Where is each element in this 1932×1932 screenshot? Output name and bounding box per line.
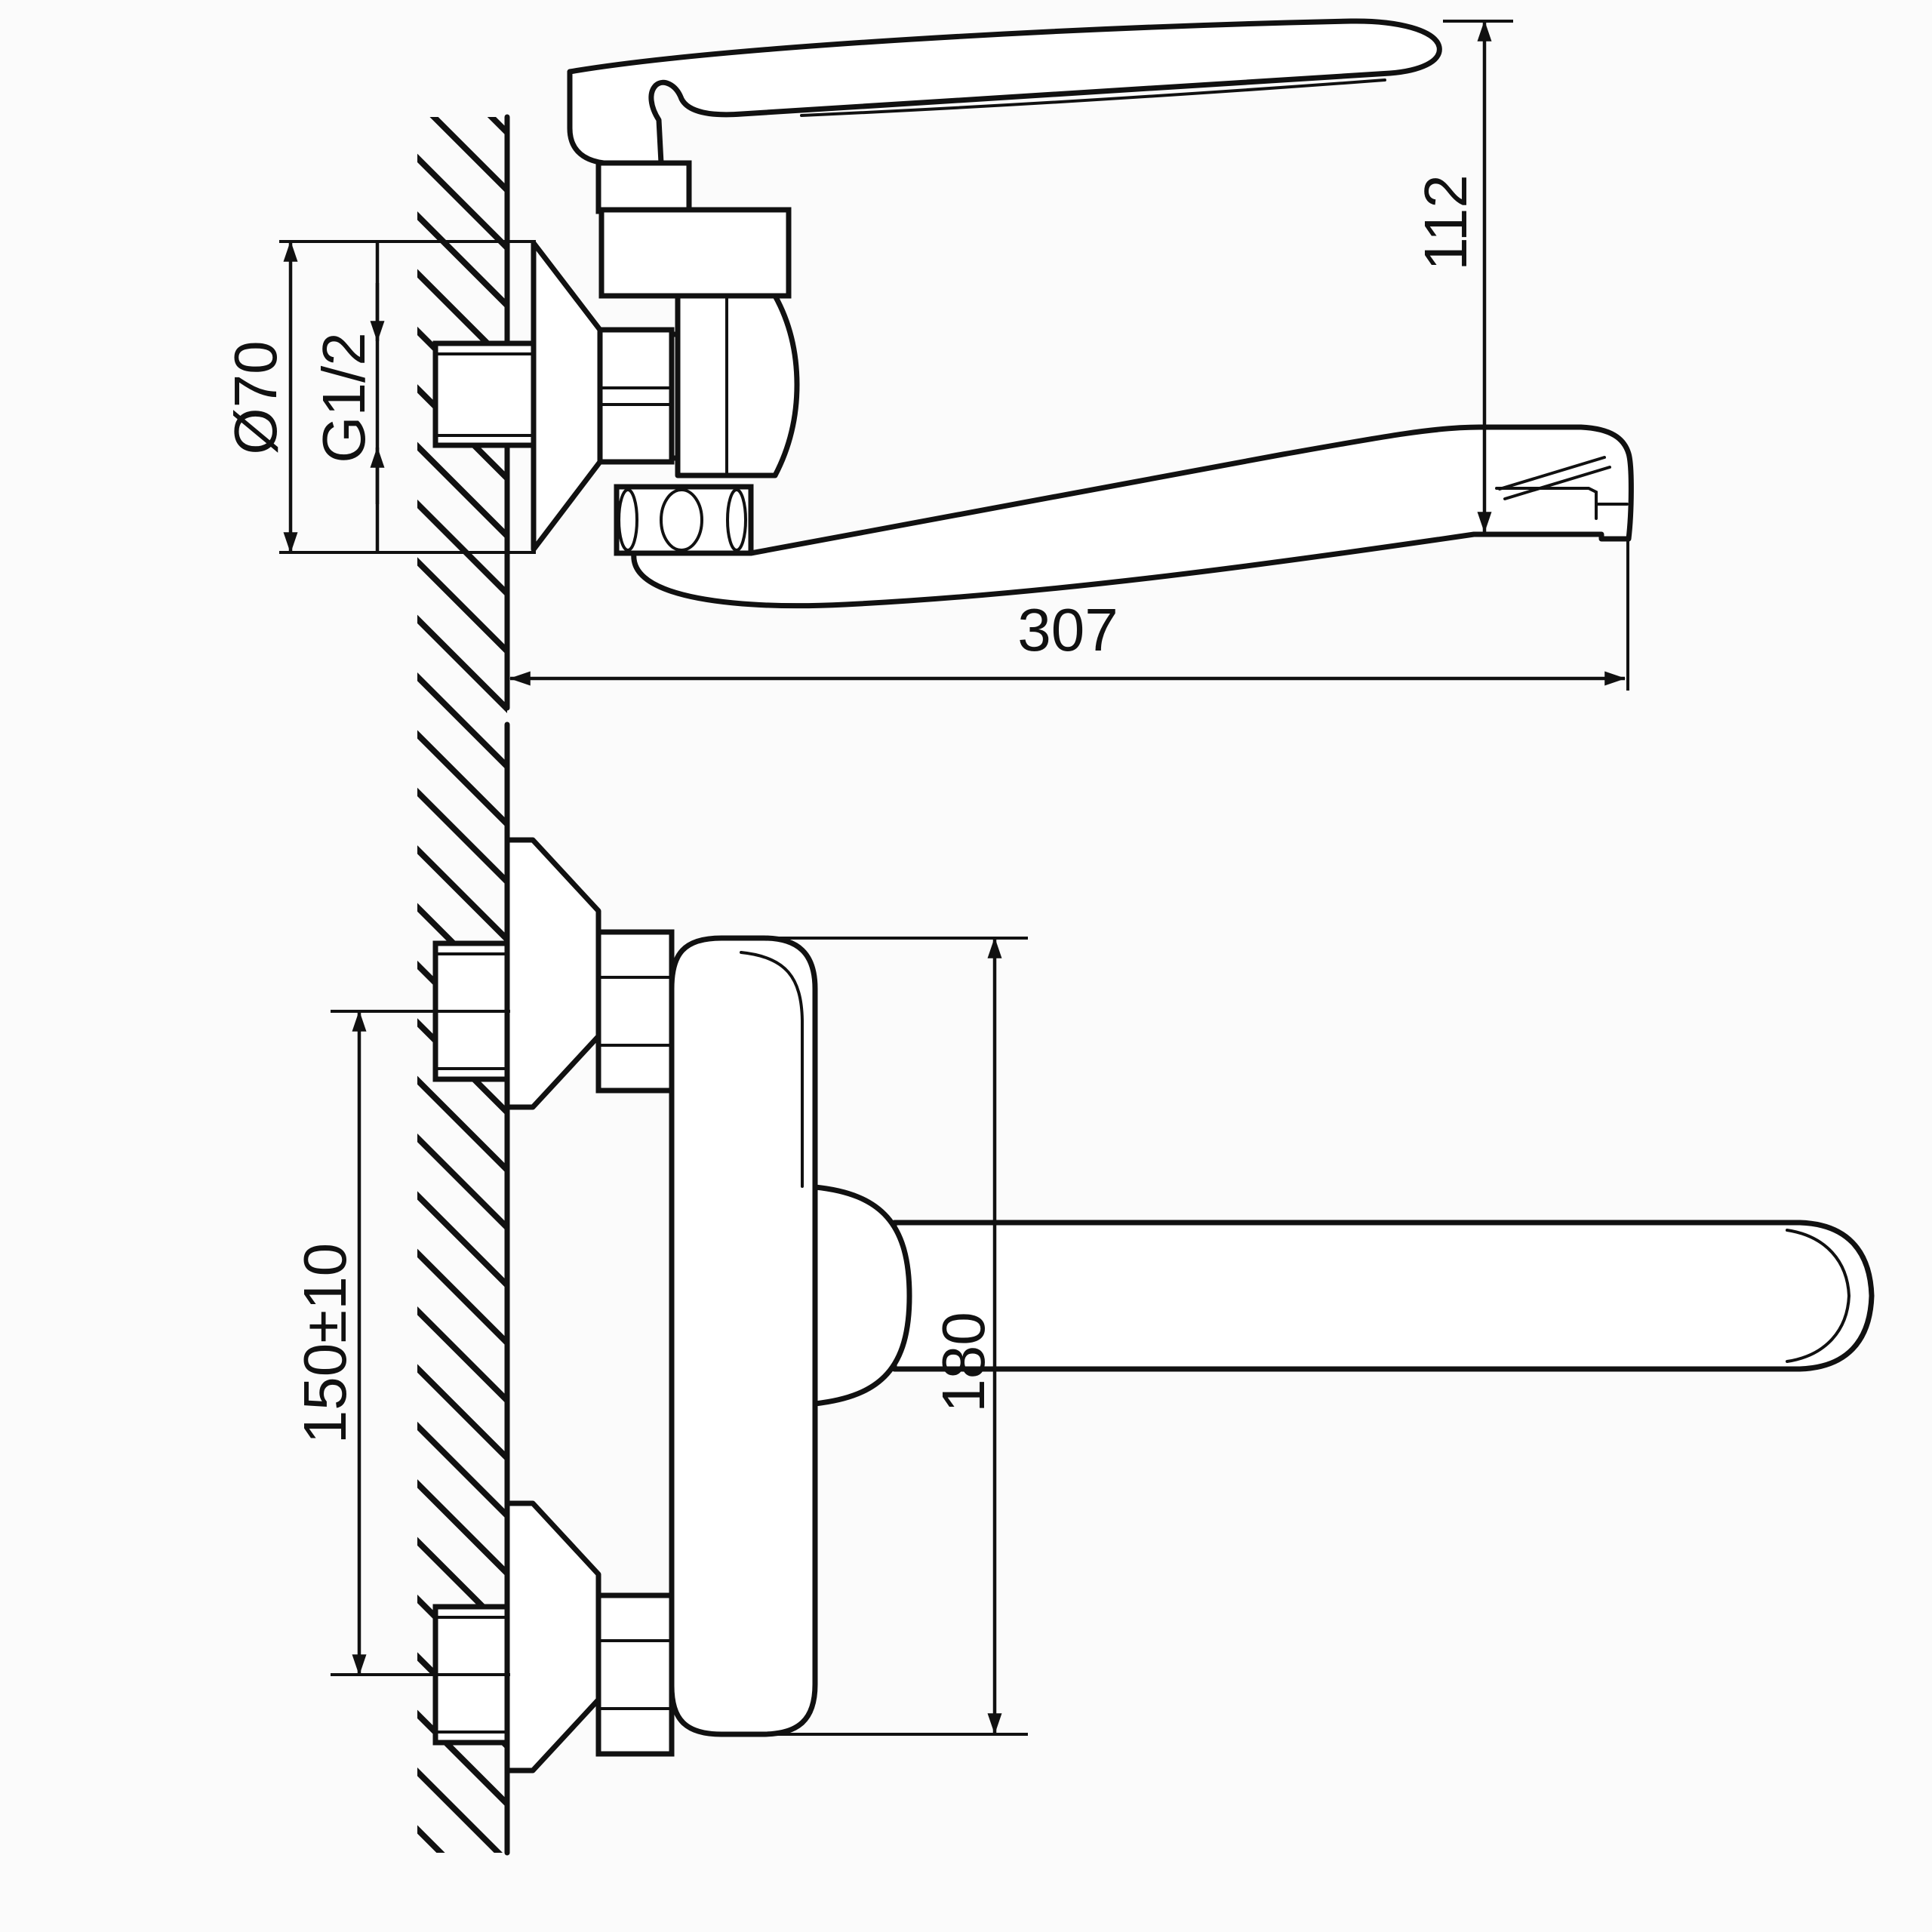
swivel-ring xyxy=(614,484,754,556)
dim-flange-diameter: Ø70 xyxy=(222,240,536,554)
side-view: Ø70 G1/2 112 307 xyxy=(222,18,1634,691)
lever-handle xyxy=(567,18,1442,166)
dim-inlet-spacing: 150±10 xyxy=(291,1010,510,1676)
inlet-nipple xyxy=(432,340,537,448)
dim-spout-height: 112 xyxy=(1412,20,1513,534)
mixer-body xyxy=(675,293,800,478)
dim-spout-reach: 307 xyxy=(509,539,1629,691)
spout xyxy=(631,424,1634,609)
dim-thread-size: G1/2 xyxy=(310,242,385,552)
handle-socket xyxy=(595,160,692,214)
dim-label-spout-height: 112 xyxy=(1412,174,1479,271)
aerator xyxy=(1495,456,1629,520)
dim-label-body-height: 180 xyxy=(930,1312,997,1412)
escutcheon-flange xyxy=(531,240,603,552)
wall-nut xyxy=(597,327,675,465)
front-view: 150±10 180 xyxy=(291,837,1875,1774)
dim-label-thread-size: G1/2 xyxy=(310,332,377,463)
dim-label-inlet-spacing: 150±10 xyxy=(291,1243,358,1444)
handle-dome xyxy=(812,1184,912,1407)
body-collar xyxy=(598,207,792,299)
mixer-body-front xyxy=(669,935,818,1737)
dim-body-height: 180 xyxy=(764,937,1028,1736)
dim-label-flange-diameter: Ø70 xyxy=(222,340,289,454)
lever-handle-front xyxy=(891,1220,1875,1372)
dim-label-spout-reach: 307 xyxy=(1017,596,1118,663)
